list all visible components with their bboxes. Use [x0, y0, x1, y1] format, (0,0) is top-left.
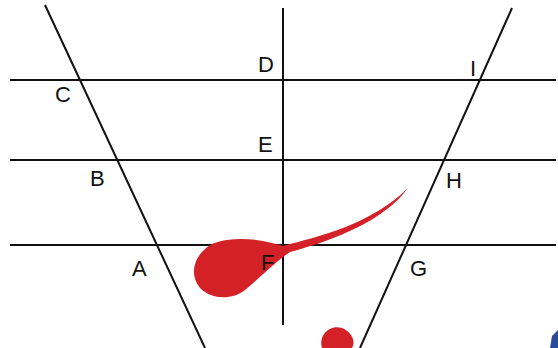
point-label: E — [258, 134, 273, 156]
point-label: C — [55, 84, 71, 106]
point-label: F — [261, 252, 274, 274]
point-label: G — [410, 258, 427, 280]
point-label: A — [132, 258, 147, 280]
blue-mark — [550, 330, 558, 348]
point-label: B — [90, 168, 105, 190]
transversal-line — [360, 8, 512, 348]
transversal-line — [45, 5, 205, 348]
point-label: H — [446, 170, 462, 192]
point-label: D — [258, 54, 274, 76]
point-label: I — [470, 58, 476, 80]
red-blob — [321, 327, 353, 348]
red-blob — [194, 188, 408, 297]
vertical-line — [282, 8, 284, 325]
